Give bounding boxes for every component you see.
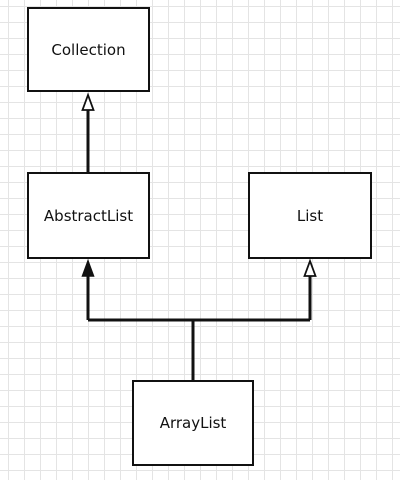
class-name-arraylist: ArrayList bbox=[159, 414, 227, 432]
class-name-list: List bbox=[296, 206, 324, 225]
hollow-arrowhead-collection bbox=[81, 92, 95, 111]
class-name-collection: Collection bbox=[51, 40, 126, 59]
hollow-arrowhead-list bbox=[303, 258, 317, 277]
class-box-collection[interactable]: Collection bbox=[27, 7, 150, 92]
class-box-arraylist[interactable]: ArrayList bbox=[132, 380, 254, 466]
filled-arrowhead-abstractlist bbox=[81, 258, 95, 277]
class-box-list[interactable]: List bbox=[248, 172, 372, 259]
class-name-abstractlist: AbstractList bbox=[43, 206, 134, 225]
class-box-abstractlist[interactable]: AbstractList bbox=[27, 172, 150, 259]
